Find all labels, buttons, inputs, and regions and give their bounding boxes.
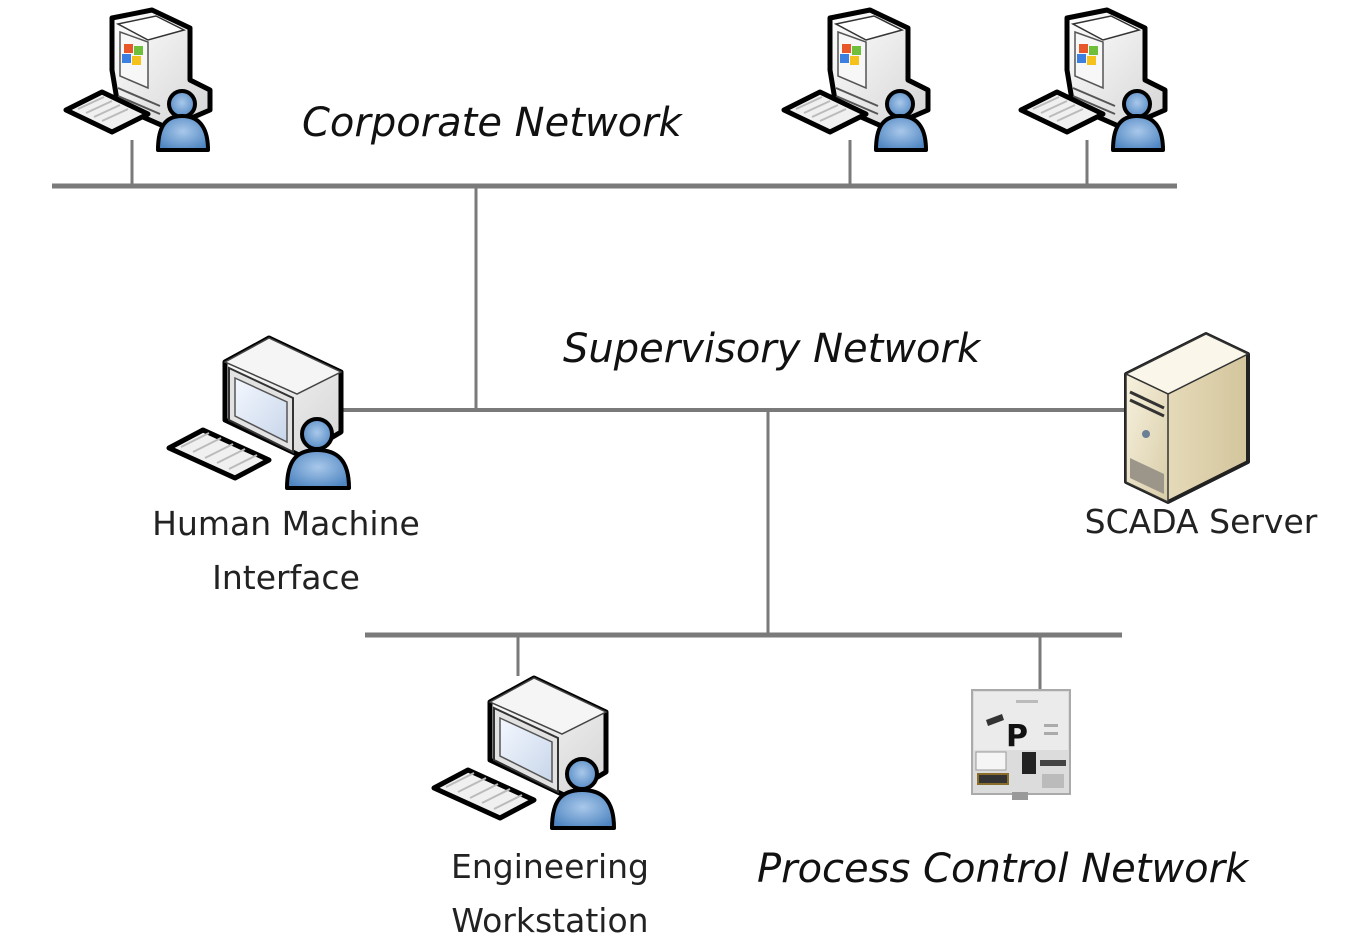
hmi-label-line2: Interface xyxy=(212,558,360,597)
hmi-label-line1: Human Machine xyxy=(152,504,420,543)
engineering-workstation xyxy=(434,678,614,828)
engineering-label-line2: Workstation xyxy=(451,901,649,940)
network-lines xyxy=(52,140,1177,692)
windows-workstation-user-icon xyxy=(784,10,928,150)
corporate-workstation-2 xyxy=(784,10,928,150)
scada-server xyxy=(1124,332,1250,504)
corporate-network-label: Corporate Network xyxy=(302,100,682,146)
process-control-network-label: Process Control Network xyxy=(757,846,1249,892)
workstation-user-icon xyxy=(169,338,349,488)
engineering-workstation-label: Engineering Workstation xyxy=(410,840,690,948)
svg-text:P: P xyxy=(1006,719,1028,754)
corporate-workstation-1 xyxy=(66,10,210,150)
scada-server-label: SCADA Server xyxy=(1084,502,1318,541)
plc-device: P xyxy=(971,689,1071,800)
hmi-workstation xyxy=(169,338,349,488)
hmi-label: Human Machine Interface xyxy=(136,497,436,605)
plc-controller-icon: P xyxy=(971,689,1071,800)
supervisory-network-label: Supervisory Network xyxy=(563,326,981,372)
workstation-user-icon xyxy=(434,678,614,828)
corporate-workstation-3 xyxy=(1021,10,1165,150)
engineering-label-line1: Engineering xyxy=(451,847,649,886)
server-tower-icon xyxy=(1124,332,1250,504)
windows-workstation-user-icon xyxy=(1021,10,1165,150)
windows-workstation-user-icon xyxy=(66,10,210,150)
